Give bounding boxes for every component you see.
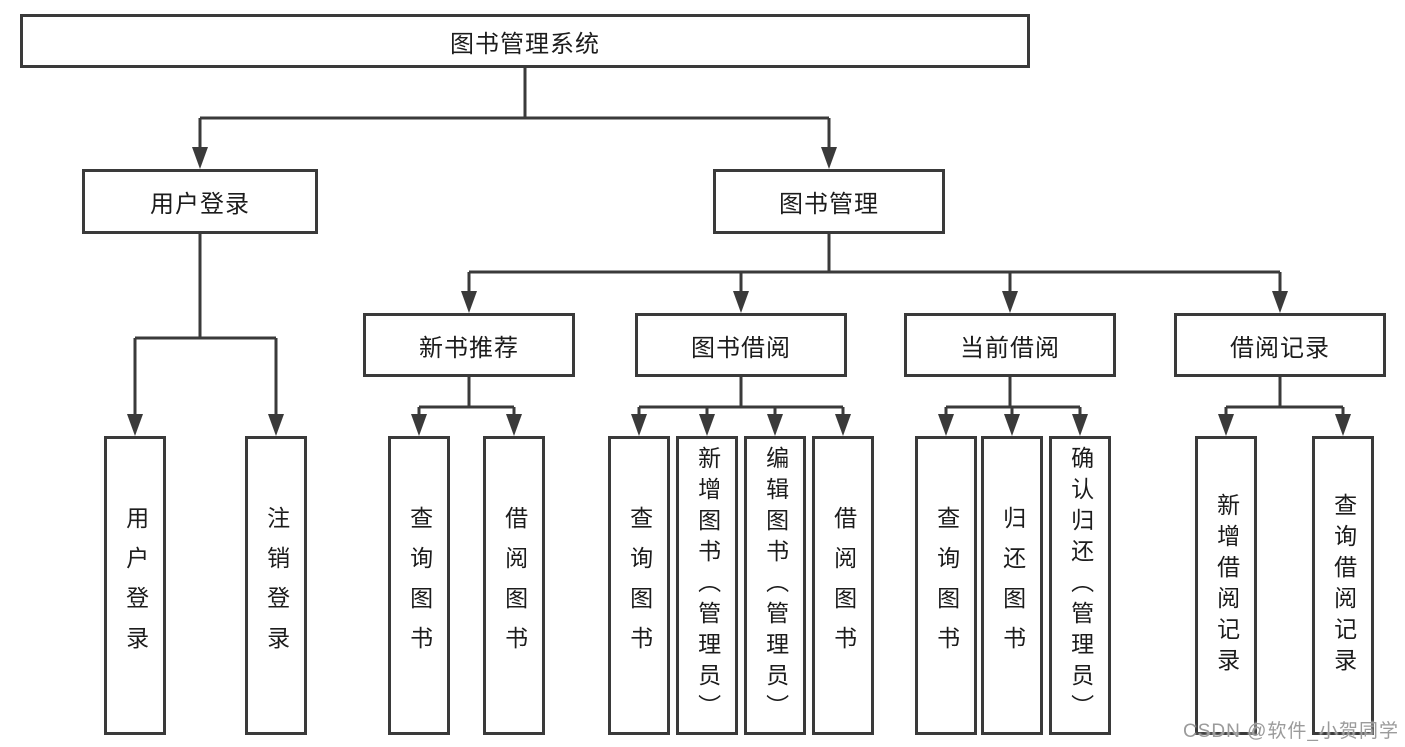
arrowhead [1072, 414, 1088, 436]
arrowhead [268, 414, 284, 436]
arrowhead [127, 414, 143, 436]
leaf-logout: 注销登录 [245, 436, 307, 735]
arrowhead [461, 291, 477, 313]
leaf-label: 借阅图书 [501, 505, 528, 666]
leaf-label: 查询借阅记录 [1330, 492, 1357, 679]
arrowhead [1272, 291, 1288, 313]
node-user-login: 用户登录 [82, 169, 318, 234]
connector-root-to-level2 [192, 68, 837, 169]
connector-new-book-recommend-branch [411, 377, 522, 436]
leaf-borrow-books-recommend: 借阅图书 [483, 436, 545, 735]
leaf-label: 确认归还（管理员） [1067, 446, 1094, 725]
leaf-label: 查询图书 [406, 505, 433, 666]
arrowhead [821, 147, 837, 169]
leaf-label: 新增图书（管理员） [694, 446, 721, 725]
leaf-label: 用户登录 [122, 505, 149, 666]
leaf-edit-books-admin: 编辑图书（管理员） [744, 436, 806, 735]
arrowhead [938, 414, 954, 436]
leaf-borrow-books: 借阅图书 [812, 436, 874, 735]
leaf-query-books-recommend: 查询图书 [388, 436, 450, 735]
arrowhead [699, 414, 715, 436]
leaf-add-books-admin: 新增图书（管理员） [676, 436, 738, 735]
node-book-management-system: 图书管理系统 [20, 14, 1030, 68]
arrowhead [631, 414, 647, 436]
arrowhead [733, 291, 749, 313]
leaf-user-login: 用户登录 [104, 436, 166, 735]
connector-borrowing-records-branch [1218, 377, 1351, 436]
connector-book-borrowing-branch [631, 377, 851, 436]
arrowhead [192, 147, 208, 169]
leaf-confirm-return-admin: 确认归还（管理员） [1049, 436, 1111, 735]
leaf-label: 注销登录 [263, 505, 290, 666]
connector-book-management-branch [461, 234, 1288, 313]
csdn-watermark: CSDN @软件_小贺同学 [1183, 721, 1399, 742]
arrowhead [1004, 414, 1020, 436]
leaf-add-borrow-record: 新增借阅记录 [1195, 436, 1257, 735]
arrowhead [1218, 414, 1234, 436]
leaf-label: 新增借阅记录 [1213, 492, 1240, 679]
node-book-management: 图书管理 [713, 169, 945, 234]
leaf-query-borrow-record: 查询借阅记录 [1312, 436, 1374, 735]
leaf-label: 查询图书 [626, 505, 653, 666]
arrowhead [506, 414, 522, 436]
arrowhead [411, 414, 427, 436]
leaf-label: 编辑图书（管理员） [762, 446, 789, 725]
arrowhead [1335, 414, 1351, 436]
arrowhead [1002, 291, 1018, 313]
connector-current-borrowing-branch [938, 377, 1088, 436]
leaf-query-books-borrowing: 查询图书 [608, 436, 670, 735]
node-current-borrowing: 当前借阅 [904, 313, 1116, 377]
leaf-label: 查询图书 [933, 505, 960, 666]
arrowhead [767, 414, 783, 436]
node-book-borrowing: 图书借阅 [635, 313, 847, 377]
leaf-query-books-current: 查询图书 [915, 436, 977, 735]
leaf-label: 借阅图书 [830, 505, 857, 666]
connector-user-login-branch [127, 234, 284, 436]
arrowhead [835, 414, 851, 436]
node-borrowing-records: 借阅记录 [1174, 313, 1386, 377]
leaf-return-books: 归还图书 [981, 436, 1043, 735]
node-new-book-recommend: 新书推荐 [363, 313, 575, 377]
leaf-label: 归还图书 [999, 505, 1026, 666]
